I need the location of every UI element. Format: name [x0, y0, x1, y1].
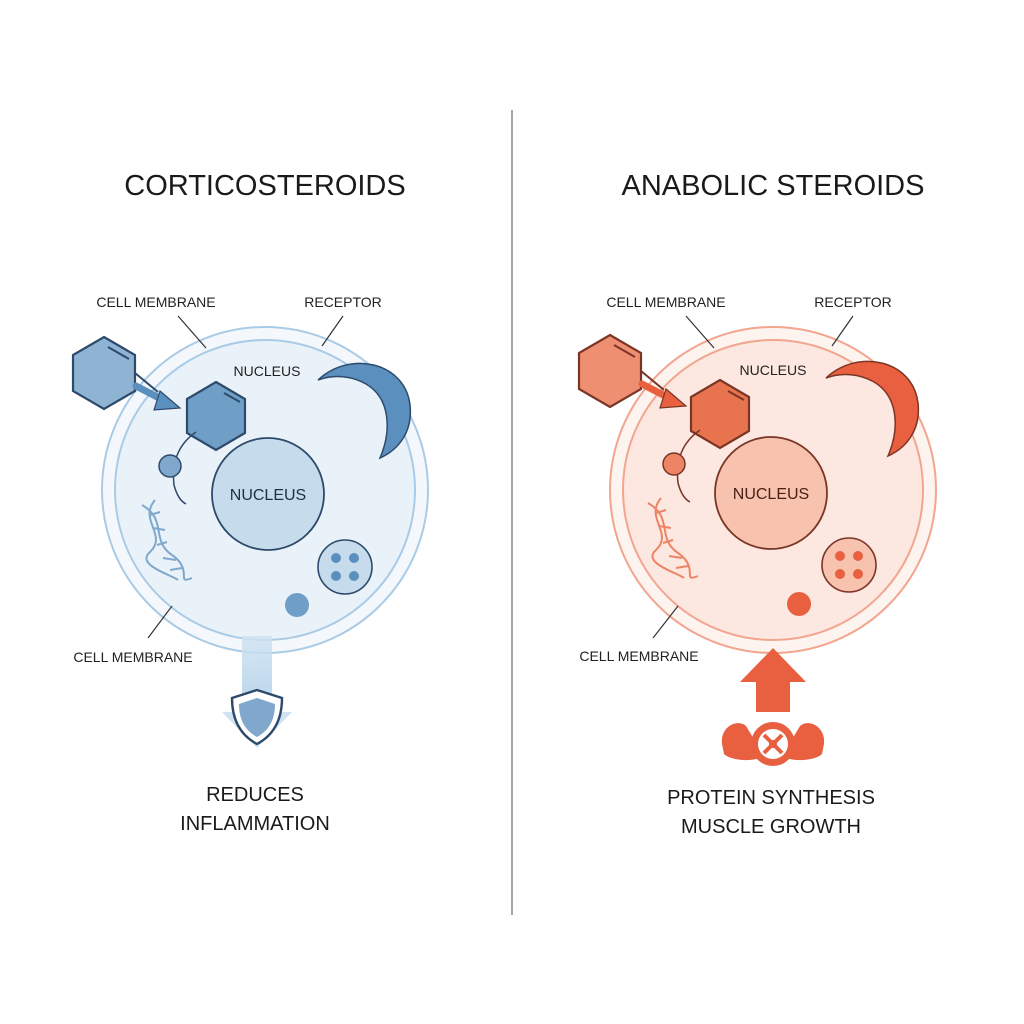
right-effect-line2: MUSCLE GROWTH — [681, 816, 861, 838]
left-label-membrane-top: CELL MEMBRANE — [96, 294, 215, 310]
left-steroid-molecule-outside — [71, 335, 159, 411]
left-signal-path — [172, 431, 197, 505]
left-effect-line1: REDUCES — [206, 784, 304, 806]
right-small-vesicle — [662, 452, 686, 476]
left-label-membrane-bottom: CELL MEMBRANE — [73, 649, 192, 665]
right-membrane-bottom-leader — [652, 605, 679, 639]
shield-icon — [230, 688, 284, 746]
right-label-nucleus-center: NUCLEUS — [733, 486, 809, 503]
left-steroid-molecule-inside — [185, 380, 247, 452]
right-receptor-leader — [831, 315, 854, 347]
right-signal-path — [676, 429, 701, 503]
right-effect-line1: PROTEIN SYNTHESIS — [667, 787, 875, 809]
flexed-arm-icon — [721, 722, 825, 766]
left-label-nucleus-center: NUCLEUS — [230, 487, 306, 504]
left-small-particle — [285, 593, 309, 617]
left-small-vesicle — [158, 454, 182, 478]
right-label-nucleus-top: NUCLEUS — [740, 362, 807, 378]
right-entry-arrow — [638, 380, 688, 409]
right-effect-arrow — [740, 648, 806, 712]
left-membrane-top-leader — [177, 315, 207, 349]
left-membrane-bottom-leader — [147, 605, 173, 639]
left-receptor-leader — [321, 315, 344, 347]
left-nucleus — [211, 437, 325, 551]
right-panel-title: ANABOLIC STEROIDS — [622, 170, 925, 202]
right-label-membrane-bottom: CELL MEMBRANE — [579, 648, 698, 664]
left-organelle — [317, 539, 373, 595]
right-label-receptor: RECEPTOR — [814, 294, 892, 310]
right-receptor-crescent — [825, 360, 920, 458]
left-entry-arrow — [132, 382, 182, 411]
right-small-particle — [787, 592, 811, 616]
right-nucleus — [714, 436, 828, 550]
right-panel: ANABOLIC STEROIDS CELL MEMBRANE RECEPTOR… — [577, 170, 937, 838]
right-steroid-molecule-inside — [689, 378, 751, 450]
right-steroid-molecule-outside — [577, 333, 665, 409]
left-panel-title: CORTICOSTEROIDS — [124, 170, 405, 202]
left-receptor-crescent — [317, 362, 412, 460]
right-dna-helix-icon — [647, 497, 699, 579]
right-organelle — [821, 537, 877, 593]
right-label-membrane-top: CELL MEMBRANE — [606, 294, 725, 310]
left-label-nucleus-top: NUCLEUS — [234, 363, 301, 379]
left-dna-helix-icon — [141, 499, 193, 581]
left-label-receptor: RECEPTOR — [304, 294, 382, 310]
left-panel: CORTICOSTEROIDS CELL MEMBRANE RECEPTOR N… — [71, 170, 429, 835]
left-effect-line2: INFLAMMATION — [180, 813, 330, 835]
right-membrane-top-leader — [685, 315, 715, 349]
